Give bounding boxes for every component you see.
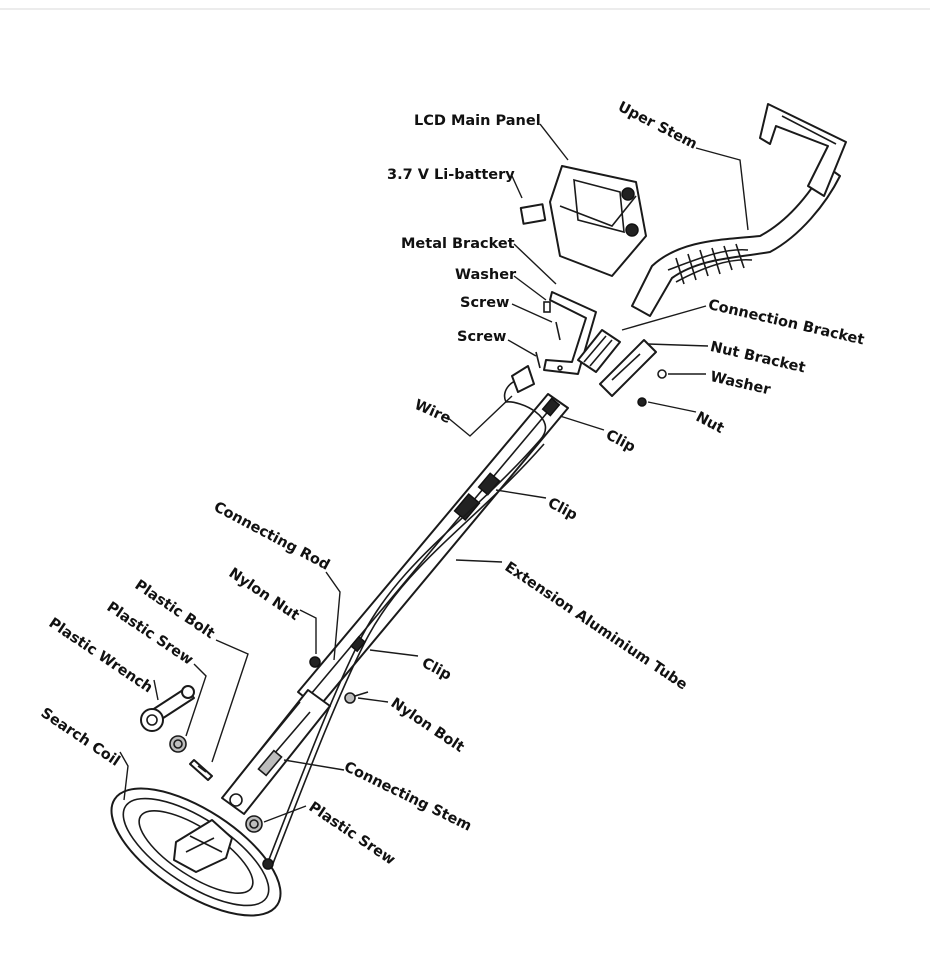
nylon-nut xyxy=(309,656,321,668)
top-clip xyxy=(541,397,561,417)
label-battery: 3.7 V Li-battery xyxy=(387,167,515,183)
label-washer-top: Washer xyxy=(455,267,517,283)
plastic-srew-bottom xyxy=(245,815,263,833)
nut-part xyxy=(637,397,647,407)
plastic-wrench xyxy=(140,685,195,732)
plastic-srew-left xyxy=(169,735,187,753)
top-divider xyxy=(0,8,930,10)
connection-bracket xyxy=(577,329,621,373)
nut-bracket xyxy=(599,339,657,397)
connecting-stem xyxy=(221,689,331,815)
nylon-bolt xyxy=(344,691,369,704)
label-screw-bottom: Screw xyxy=(457,329,507,345)
upper-stem xyxy=(631,103,847,317)
label-screw-top: Screw xyxy=(460,295,510,311)
label-lcd-main-panel: LCD Main Panel xyxy=(414,113,541,129)
leader-lines xyxy=(119,123,749,823)
search-coil xyxy=(110,787,282,917)
lcd-main-panel xyxy=(549,165,647,277)
plastic-bolt xyxy=(189,759,213,781)
battery-pack xyxy=(519,203,547,225)
label-metal-bracket: Metal Bracket xyxy=(401,236,515,252)
wire-plug xyxy=(511,365,535,393)
washer-right-part xyxy=(657,369,667,379)
screws-and-washer xyxy=(535,301,561,369)
lower-clip xyxy=(350,635,366,653)
